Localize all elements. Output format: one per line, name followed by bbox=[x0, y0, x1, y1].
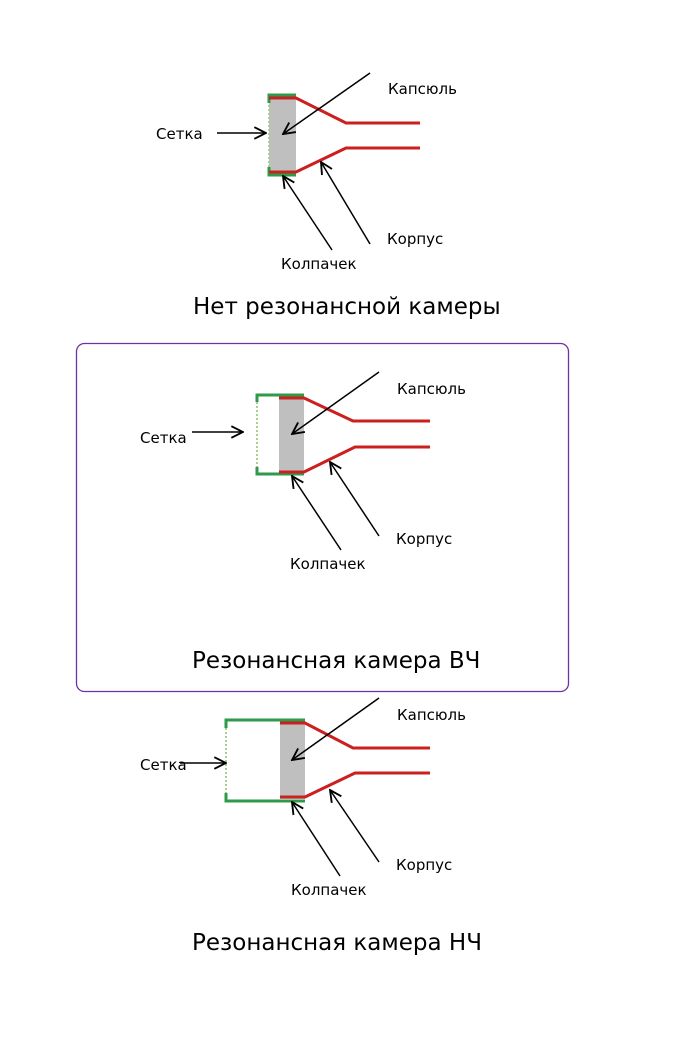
diagram-hf-chamber: Капсюль Сетка Корпус Колпачек Резонансна… bbox=[75, 342, 570, 693]
body-arrow bbox=[321, 162, 371, 245]
capsule-label: Капсюль bbox=[388, 80, 457, 98]
diagram-lf-chamber: Капсюль Сетка Корпус Колпачек Резонансна… bbox=[140, 697, 482, 956]
body-upper-wall bbox=[269, 96, 420, 125]
body-label: Корпус bbox=[396, 856, 452, 874]
body-arrow bbox=[330, 790, 380, 863]
cap-frame bbox=[224, 718, 305, 803]
diagram-title: Резонансная камера ВЧ bbox=[192, 648, 480, 674]
body-label: Корпус bbox=[387, 230, 443, 248]
cap-frame bbox=[255, 393, 304, 476]
body-upper-wall bbox=[280, 721, 430, 750]
body-upper-wall bbox=[279, 396, 430, 423]
cap-label: Колпачек bbox=[281, 255, 357, 273]
body-lower-wall bbox=[280, 771, 430, 799]
diagram-no-chamber: Капсюль Сетка Корпус Колпачек Нет резона… bbox=[156, 72, 501, 320]
body-lower-wall bbox=[269, 146, 420, 174]
capsule-rect bbox=[269, 96, 296, 174]
capsule-label: Капсюль bbox=[397, 706, 466, 724]
diagram-title: Нет резонансной камеры bbox=[193, 294, 501, 320]
grid-label: Сетка bbox=[140, 756, 187, 774]
body-label: Корпус bbox=[396, 530, 452, 548]
grid-label: Сетка bbox=[156, 125, 203, 143]
cap-arrow bbox=[292, 476, 342, 551]
body-arrow bbox=[330, 462, 380, 537]
cap-arrow bbox=[292, 802, 341, 877]
cap-label: Колпачек bbox=[290, 555, 366, 573]
capsule-arrow bbox=[292, 697, 380, 760]
cap-arrow bbox=[283, 176, 333, 251]
grid-label: Сетка bbox=[140, 429, 187, 447]
capsule-arrow bbox=[292, 371, 380, 434]
diagram-title: Резонансная камера НЧ bbox=[192, 930, 482, 956]
highlight-box bbox=[75, 342, 570, 693]
capsule-rect bbox=[279, 396, 304, 472]
capsule-label: Капсюль bbox=[397, 380, 466, 398]
capsule-arrow bbox=[283, 72, 371, 134]
body-lower-wall bbox=[279, 445, 430, 474]
cap-label: Колпачек bbox=[291, 881, 367, 899]
